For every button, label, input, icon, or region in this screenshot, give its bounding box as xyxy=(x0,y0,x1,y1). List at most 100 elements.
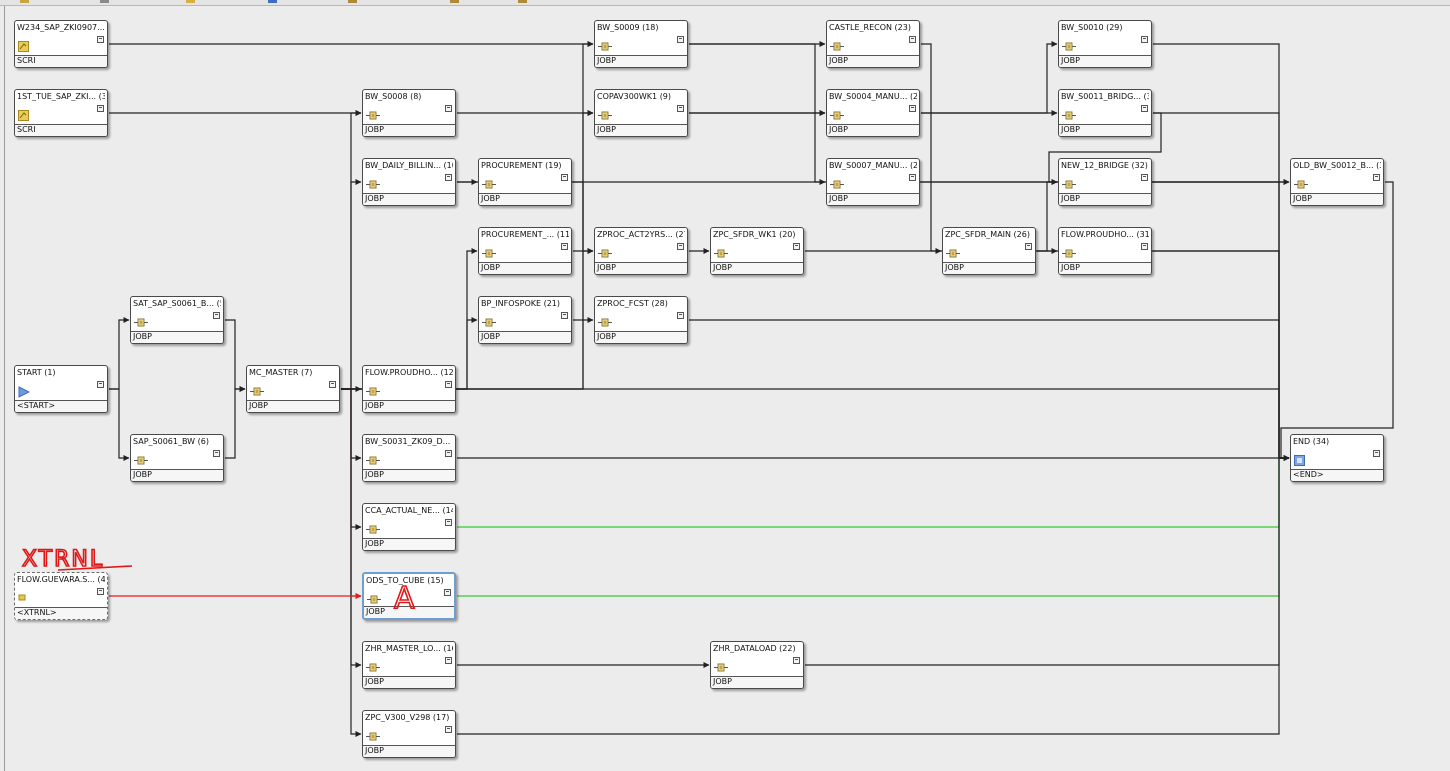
node-menu-icon[interactable] xyxy=(1141,243,1148,250)
workflow-node[interactable]: START (1)<START> xyxy=(14,365,108,413)
workflow-node[interactable]: ODS_TO_CUBE (15)JOBP xyxy=(362,572,456,620)
jobplan-icon xyxy=(1062,41,1076,54)
connection-line[interactable] xyxy=(457,455,1290,528)
node-menu-icon[interactable] xyxy=(677,243,684,250)
connection-line[interactable] xyxy=(805,455,1290,666)
node-menu-icon[interactable] xyxy=(97,381,104,388)
node-menu-icon[interactable] xyxy=(1141,174,1148,181)
workflow-node[interactable]: END (34)<END> xyxy=(1290,434,1384,482)
workflow-node[interactable]: BP_INFOSPOKE (21)JOBP xyxy=(478,296,572,344)
workflow-node[interactable]: BW_S0008 (8)JOBP xyxy=(362,89,456,137)
workflow-node[interactable]: BW_DAILY_BILLIN... (10)JOBP xyxy=(362,158,456,206)
node-menu-icon[interactable] xyxy=(909,174,916,181)
script-icon xyxy=(18,41,29,54)
node-menu-icon[interactable] xyxy=(677,312,684,319)
node-menu-icon[interactable] xyxy=(97,36,104,43)
connection-line[interactable] xyxy=(921,43,942,254)
workflow-node[interactable]: ZPROC_FCST (28)JOBP xyxy=(594,296,688,344)
workflow-node[interactable]: CASTLE_RECON (23)JOBP xyxy=(826,20,920,68)
node-menu-icon[interactable] xyxy=(444,589,451,596)
node-title: BP_INFOSPOKE (21) xyxy=(481,299,561,308)
workflow-node[interactable]: PROCUREMENT (19)JOBP xyxy=(478,158,572,206)
node-menu-icon[interactable] xyxy=(793,657,800,664)
connection-line[interactable] xyxy=(573,181,594,254)
connection-line[interactable] xyxy=(225,319,246,392)
workflow-node[interactable]: PROCUREMENT_... (11)JOBP xyxy=(478,227,572,275)
connection-line[interactable] xyxy=(341,388,362,737)
toolbar-icon[interactable] xyxy=(186,0,195,3)
workflow-node[interactable]: FLOW.PROUDHO... (12)JOBP xyxy=(362,365,456,413)
node-title: BW_S0011_BRIDG... (30) xyxy=(1061,92,1149,101)
toolbar-icon[interactable] xyxy=(450,0,459,3)
node-menu-icon[interactable] xyxy=(677,36,684,43)
connection-line[interactable] xyxy=(1037,179,1058,252)
workflow-node[interactable]: FLOW.GUEVARA.S... (4)<XTRNL> xyxy=(14,572,108,620)
workflow-node[interactable]: COPAV300WK1 (9)JOBP xyxy=(594,89,688,137)
workflow-node[interactable]: NEW_12_BRIDGE (32)JOBP xyxy=(1058,158,1152,206)
workflow-node[interactable]: BW_S0031_ZK09_D... (13)JOBP xyxy=(362,434,456,482)
connection-line[interactable] xyxy=(921,41,1058,114)
connection-line[interactable] xyxy=(1280,181,1394,461)
connection-line[interactable] xyxy=(805,250,1290,461)
workflow-node[interactable]: FLOW.PROUDHO... (31)JOBP xyxy=(1058,227,1152,275)
toolbar-icon[interactable] xyxy=(20,0,29,3)
node-menu-icon[interactable] xyxy=(1141,105,1148,112)
node-menu-icon[interactable] xyxy=(1373,450,1380,457)
connection-line[interactable] xyxy=(457,388,1290,461)
workflow-node[interactable]: CCA_ACTUAL_NE... (14)JOBP xyxy=(362,503,456,551)
node-menu-icon[interactable] xyxy=(561,312,568,319)
node-menu-icon[interactable] xyxy=(445,105,452,112)
workflow-node[interactable]: BW_S0004_MANU... (24)JOBP xyxy=(826,89,920,137)
node-menu-icon[interactable] xyxy=(97,105,104,112)
workflow-node[interactable]: ZPC_SFDR_MAIN (26)JOBP xyxy=(942,227,1036,275)
connection-line[interactable] xyxy=(1153,112,1290,461)
connection-line[interactable] xyxy=(109,388,130,461)
node-menu-icon[interactable] xyxy=(1373,174,1380,181)
node-menu-icon[interactable] xyxy=(561,243,568,250)
node-menu-icon[interactable] xyxy=(445,450,452,457)
workflow-canvas[interactable] xyxy=(4,6,1450,771)
workflow-node[interactable]: MC_MASTER (7)JOBP xyxy=(246,365,340,413)
connection-line[interactable] xyxy=(225,386,246,459)
workflow-node[interactable]: BW_S0009 (18)JOBP xyxy=(594,20,688,68)
workflow-node[interactable]: 1ST_TUE_SAP_ZKI... (3)SCRI xyxy=(14,89,108,137)
node-type-label: SCRI xyxy=(15,124,107,136)
toolbar-icon[interactable] xyxy=(100,0,109,3)
connection-line[interactable] xyxy=(341,179,362,390)
workflow-node[interactable]: ZPC_V300_V298 (17)JOBP xyxy=(362,710,456,758)
node-menu-icon[interactable] xyxy=(445,657,452,664)
node-menu-icon[interactable] xyxy=(445,726,452,733)
workflow-node[interactable]: W234_SAP_ZKI0907... (2)SCRI xyxy=(14,20,108,68)
toolbar-icon[interactable] xyxy=(518,0,527,3)
node-menu-icon[interactable] xyxy=(445,519,452,526)
node-menu-icon[interactable] xyxy=(1025,243,1032,250)
node-menu-icon[interactable] xyxy=(909,105,916,112)
connection-line[interactable] xyxy=(109,317,130,390)
node-menu-icon[interactable] xyxy=(561,174,568,181)
workflow-node[interactable]: BW_S0007_MANU... (25)JOBP xyxy=(826,158,920,206)
workflow-node[interactable]: SAT_SAP_S0061_B... (5)JOBP xyxy=(130,296,224,344)
workflow-node[interactable]: BW_S0010 (29)JOBP xyxy=(1058,20,1152,68)
node-menu-icon[interactable] xyxy=(213,450,220,457)
node-menu-icon[interactable] xyxy=(677,105,684,112)
connection-line[interactable] xyxy=(689,43,826,116)
node-menu-icon[interactable] xyxy=(329,381,336,388)
node-menu-icon[interactable] xyxy=(97,588,104,595)
workflow-node[interactable]: OLD_BW_S0012_B... (33)JOBP xyxy=(1290,158,1384,206)
workflow-node[interactable]: ZHR_MASTER_LO... (16)JOBP xyxy=(362,641,456,689)
node-menu-icon[interactable] xyxy=(1141,36,1148,43)
workflow-node[interactable]: ZHR_DATALOAD (22)JOBP xyxy=(710,641,804,689)
toolbar-icon[interactable] xyxy=(268,0,277,3)
node-menu-icon[interactable] xyxy=(793,243,800,250)
workflow-node[interactable]: ZPC_SFDR_WK1 (20)JOBP xyxy=(710,227,804,275)
connection-line[interactable] xyxy=(689,112,826,185)
workflow-node[interactable]: ZPROC_ACT2YRS... (27)JOBP xyxy=(594,227,688,275)
node-menu-icon[interactable] xyxy=(445,174,452,181)
node-menu-icon[interactable] xyxy=(213,312,220,319)
workflow-node[interactable]: SAP_S0061_BW (6)JOBP xyxy=(130,434,224,482)
connection-line[interactable] xyxy=(1153,250,1290,461)
toolbar-icon[interactable] xyxy=(348,0,357,3)
workflow-node[interactable]: BW_S0011_BRIDG... (30)JOBP xyxy=(1058,89,1152,137)
node-menu-icon[interactable] xyxy=(445,381,452,388)
node-menu-icon[interactable] xyxy=(909,36,916,43)
